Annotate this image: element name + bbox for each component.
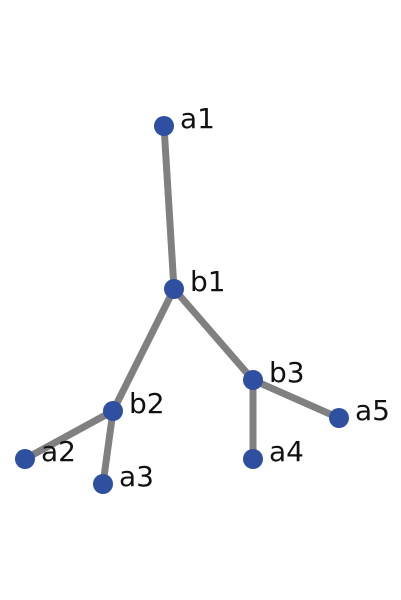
edge-b2-a3	[99, 407, 117, 488]
edge-b2-a2	[21, 407, 117, 463]
node-label-a5: a5	[355, 394, 390, 427]
edge-b1-b2	[109, 285, 178, 415]
node-a2	[15, 449, 35, 469]
node-label-a2: a2	[41, 435, 76, 468]
nodes-layer	[15, 116, 349, 494]
node-label-a4: a4	[269, 435, 304, 468]
node-a5	[329, 408, 349, 428]
node-label-b1: b1	[190, 265, 226, 298]
node-a3	[93, 474, 113, 494]
edge-b3-a5	[249, 376, 343, 422]
node-b3	[243, 370, 263, 390]
node-b2	[103, 401, 123, 421]
edge-a1-b1	[160, 122, 178, 293]
node-label-a3: a3	[119, 460, 154, 493]
node-a4	[243, 449, 263, 469]
labels-layer: a1 b1 b2 b3 a2 a3 a4 a5	[41, 102, 390, 493]
edge-b1-b3	[170, 285, 257, 384]
node-label-b3: b3	[269, 356, 305, 389]
edges-layer	[21, 122, 343, 488]
node-label-b2: b2	[129, 387, 165, 420]
node-label-a1: a1	[180, 102, 215, 135]
node-b1	[164, 279, 184, 299]
node-a1	[154, 116, 174, 136]
